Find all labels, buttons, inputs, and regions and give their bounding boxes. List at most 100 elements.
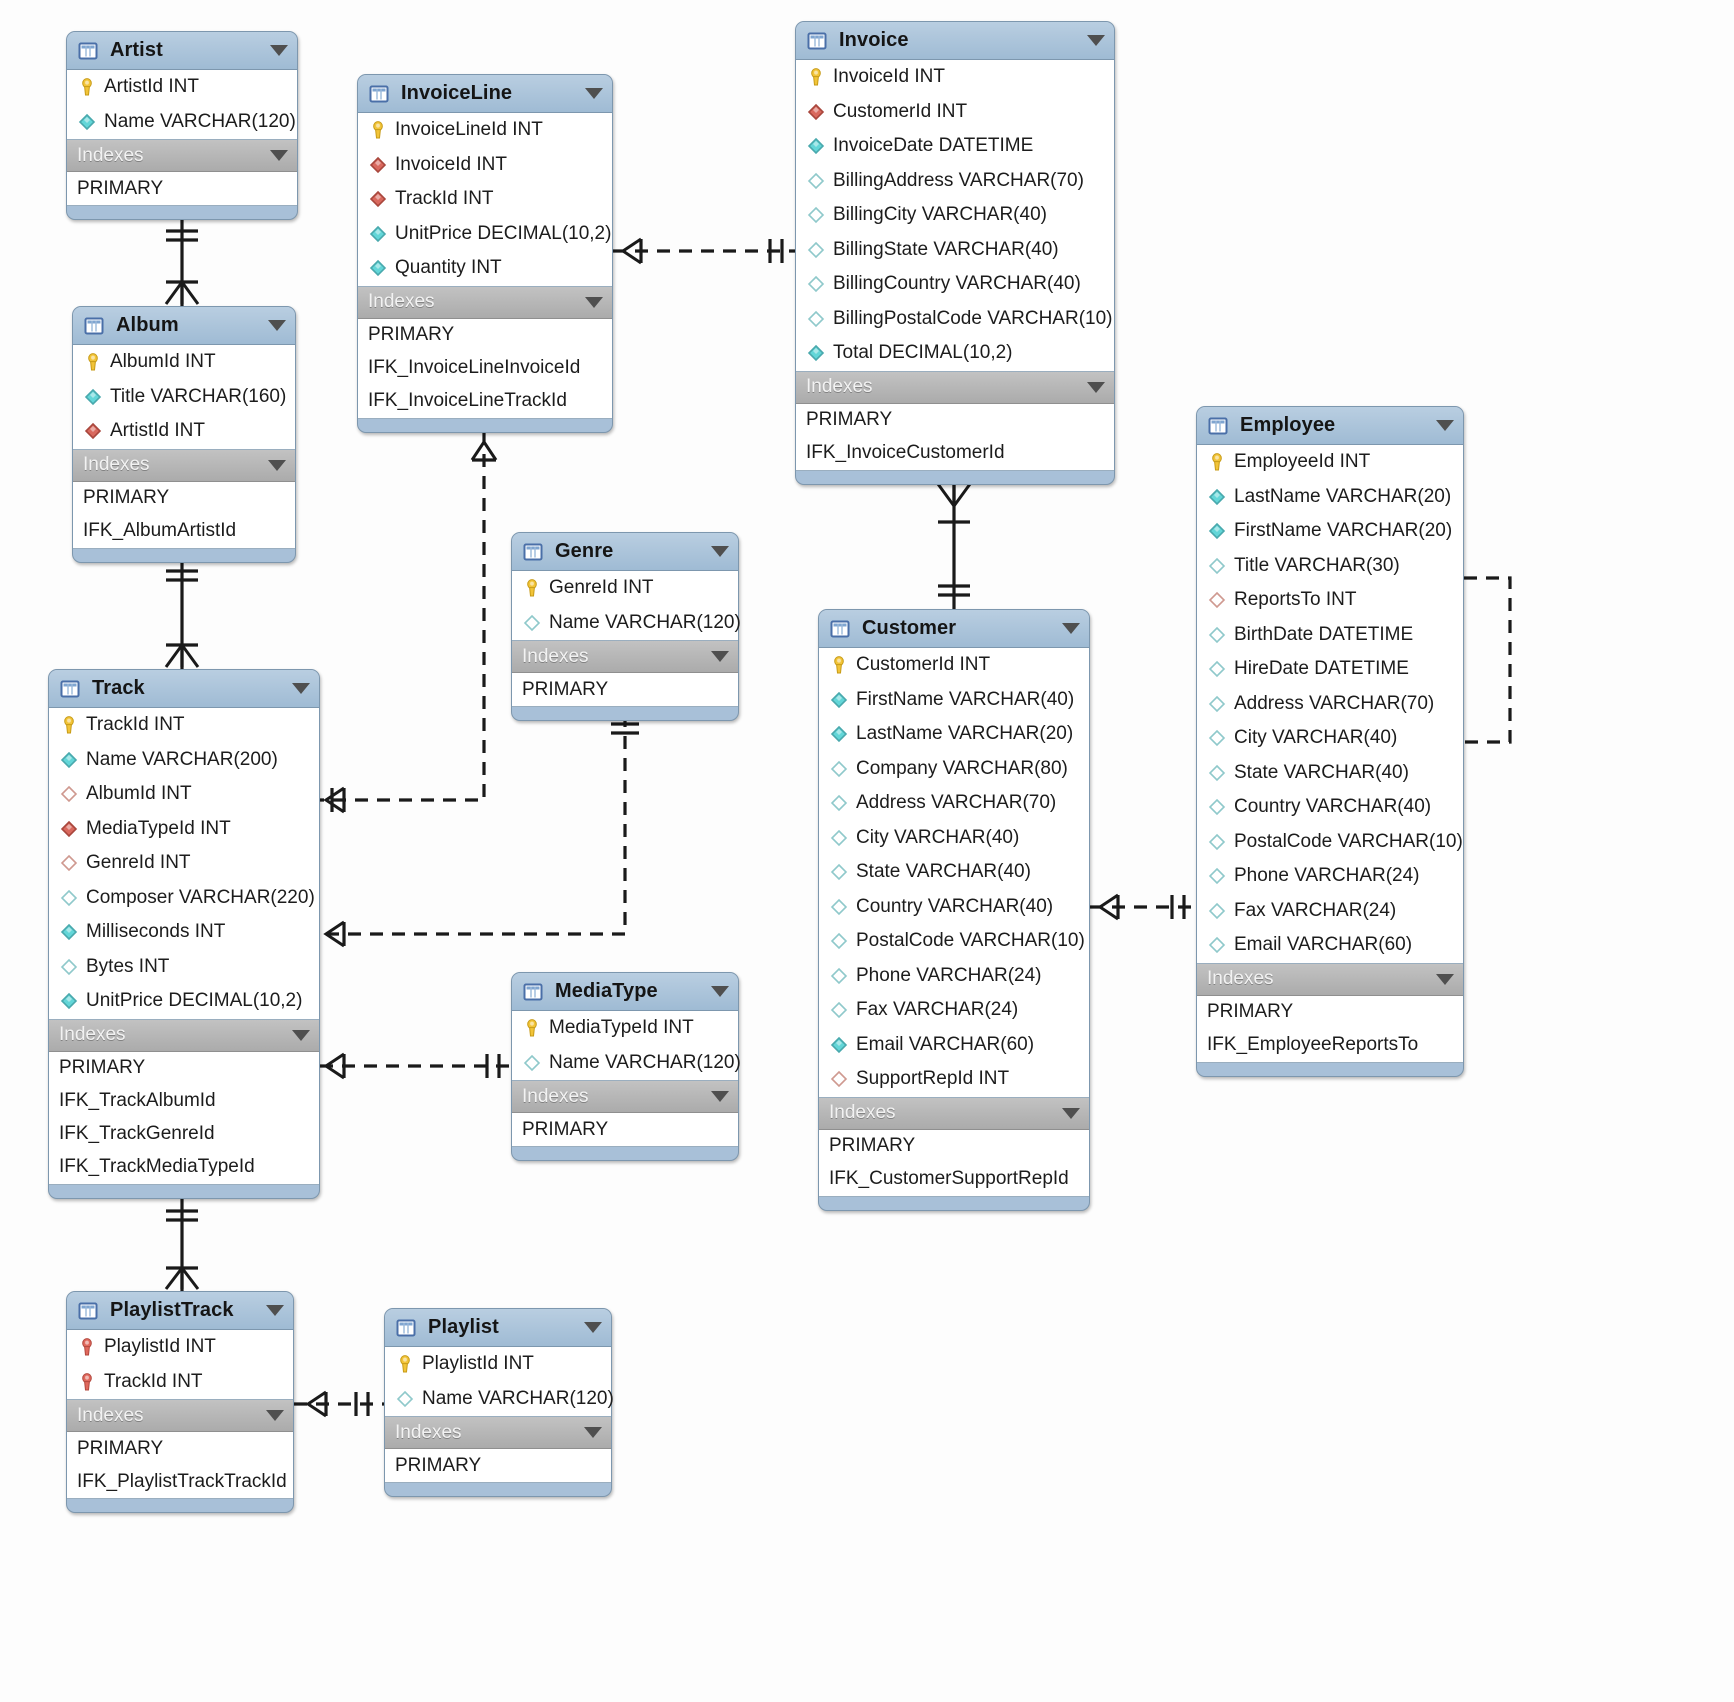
index-row[interactable]: IFK_InvoiceLineTrackId <box>368 390 567 411</box>
chevron-down-icon[interactable] <box>711 651 729 662</box>
chevron-down-icon[interactable] <box>268 320 286 331</box>
table-header-mediatype[interactable]: MediaType <box>512 973 738 1010</box>
column-row[interactable]: Fax VARCHAR(24) <box>1197 894 1463 929</box>
table-header-invoiceline[interactable]: InvoiceLine <box>358 75 612 112</box>
table-header-track[interactable]: Track <box>49 670 319 707</box>
column-row[interactable]: Fax VARCHAR(24) <box>819 993 1089 1028</box>
column-row[interactable]: BillingState VARCHAR(40) <box>796 233 1114 268</box>
column-row[interactable]: ArtistId INT <box>67 70 297 105</box>
chevron-down-icon[interactable] <box>266 1305 284 1316</box>
column-row[interactable]: Company VARCHAR(80) <box>819 752 1089 787</box>
table-header-invoice[interactable]: Invoice <box>796 22 1114 59</box>
index-row[interactable]: PRIMARY <box>83 487 170 508</box>
chevron-down-icon[interactable] <box>711 1091 729 1102</box>
column-row[interactable]: PlaylistId INT <box>385 1347 611 1382</box>
indexes-header[interactable]: Indexes <box>73 449 295 482</box>
column-row[interactable]: Name VARCHAR(120) <box>512 606 741 641</box>
column-row[interactable]: Email VARCHAR(60) <box>1197 928 1463 963</box>
chevron-down-icon[interactable] <box>711 986 729 997</box>
column-row[interactable]: Composer VARCHAR(220) <box>49 881 319 916</box>
indexes-header[interactable]: Indexes <box>1197 963 1463 996</box>
chevron-down-icon[interactable] <box>1436 973 1454 985</box>
column-row[interactable]: FirstName VARCHAR(40) <box>819 683 1089 718</box>
column-row[interactable]: Address VARCHAR(70) <box>1197 687 1463 722</box>
chevron-down-icon[interactable] <box>1087 381 1105 393</box>
column-row[interactable]: ArtistId INT <box>73 414 295 449</box>
chevron-down-icon[interactable] <box>1062 1107 1080 1119</box>
index-row[interactable]: PRIMARY <box>522 1118 609 1140</box>
column-row[interactable]: Address VARCHAR(70) <box>819 786 1089 821</box>
chevron-down-icon[interactable] <box>266 1410 284 1421</box>
table-header-playlisttrack[interactable]: PlaylistTrack <box>67 1292 293 1329</box>
column-row[interactable]: PostalCode VARCHAR(10) <box>819 924 1089 959</box>
column-row[interactable]: MediaTypeId INT <box>512 1011 738 1046</box>
indexes-header[interactable]: Indexes <box>49 1019 319 1052</box>
column-row[interactable]: Bytes INT <box>49 950 319 985</box>
column-row[interactable]: Country VARCHAR(40) <box>1197 790 1463 825</box>
column-row[interactable]: BillingPostalCode VARCHAR(10) <box>796 302 1114 337</box>
column-row[interactable]: ReportsTo INT <box>1197 583 1463 618</box>
column-row[interactable]: Quantity INT <box>358 251 612 286</box>
column-row[interactable]: AlbumId INT <box>49 777 319 812</box>
column-row[interactable]: BillingCountry VARCHAR(40) <box>796 267 1114 302</box>
column-row[interactable]: BillingAddress VARCHAR(70) <box>796 164 1114 199</box>
column-row[interactable]: Name VARCHAR(120) <box>67 105 297 140</box>
column-row[interactable]: Phone VARCHAR(24) <box>1197 859 1463 894</box>
column-row[interactable]: FirstName VARCHAR(20) <box>1197 514 1463 549</box>
index-row[interactable]: PRIMARY <box>77 1437 164 1459</box>
index-row[interactable]: IFK_CustomerSupportRepId <box>829 1168 1069 1189</box>
column-row[interactable]: TrackId INT <box>67 1365 293 1400</box>
indexes-header[interactable]: Indexes <box>358 286 612 319</box>
column-row[interactable]: PostalCode VARCHAR(10) <box>1197 825 1463 860</box>
column-row[interactable]: Email VARCHAR(60) <box>819 1028 1089 1063</box>
index-row[interactable]: IFK_TrackGenreId <box>59 1123 215 1144</box>
column-row[interactable]: InvoiceId INT <box>796 60 1114 95</box>
column-row[interactable]: CustomerId INT <box>819 648 1089 683</box>
chevron-down-icon[interactable] <box>270 45 288 56</box>
column-row[interactable]: HireDate DATETIME <box>1197 652 1463 687</box>
index-row[interactable]: IFK_InvoiceCustomerId <box>806 442 1005 463</box>
table-header-playlist[interactable]: Playlist <box>385 1309 611 1346</box>
column-row[interactable]: TrackId INT <box>358 182 612 217</box>
column-row[interactable]: Total DECIMAL(10,2) <box>796 336 1114 371</box>
index-row[interactable]: IFK_TrackAlbumId <box>59 1090 216 1111</box>
indexes-header[interactable]: Indexes <box>819 1097 1089 1130</box>
column-row[interactable]: GenreId INT <box>49 846 319 881</box>
indexes-header[interactable]: Indexes <box>512 641 738 673</box>
indexes-header[interactable]: Indexes <box>67 1400 293 1432</box>
chevron-down-icon[interactable] <box>1087 35 1105 46</box>
chevron-down-icon[interactable] <box>711 546 729 557</box>
index-row[interactable]: IFK_EmployeeReportsTo <box>1207 1034 1419 1055</box>
column-row[interactable]: InvoiceLineId INT <box>358 113 612 148</box>
column-row[interactable]: Name VARCHAR(120) <box>512 1046 741 1081</box>
column-row[interactable]: BillingCity VARCHAR(40) <box>796 198 1114 233</box>
index-row[interactable]: IFK_AlbumArtistId <box>83 520 237 541</box>
column-row[interactable]: TrackId INT <box>49 708 319 743</box>
column-row[interactable]: InvoiceId INT <box>358 148 612 183</box>
index-row[interactable]: PRIMARY <box>829 1135 916 1156</box>
index-row[interactable]: PRIMARY <box>77 177 164 199</box>
column-row[interactable]: Name VARCHAR(200) <box>49 743 319 778</box>
column-row[interactable]: Phone VARCHAR(24) <box>819 959 1089 994</box>
chevron-down-icon[interactable] <box>292 1029 310 1041</box>
index-row[interactable]: PRIMARY <box>368 324 455 345</box>
column-row[interactable]: CustomerId INT <box>796 95 1114 130</box>
indexes-header[interactable]: Indexes <box>796 371 1114 404</box>
table-header-customer[interactable]: Customer <box>819 610 1089 647</box>
chevron-down-icon[interactable] <box>292 683 310 694</box>
column-row[interactable]: PlaylistId INT <box>67 1330 293 1365</box>
column-row[interactable]: InvoiceDate DATETIME <box>796 129 1114 164</box>
column-row[interactable]: Country VARCHAR(40) <box>819 890 1089 925</box>
chevron-down-icon[interactable] <box>584 1427 602 1438</box>
indexes-header[interactable]: Indexes <box>512 1081 738 1113</box>
column-row[interactable]: LastName VARCHAR(20) <box>819 717 1089 752</box>
chevron-down-icon[interactable] <box>268 459 286 471</box>
index-row[interactable]: PRIMARY <box>395 1454 482 1476</box>
